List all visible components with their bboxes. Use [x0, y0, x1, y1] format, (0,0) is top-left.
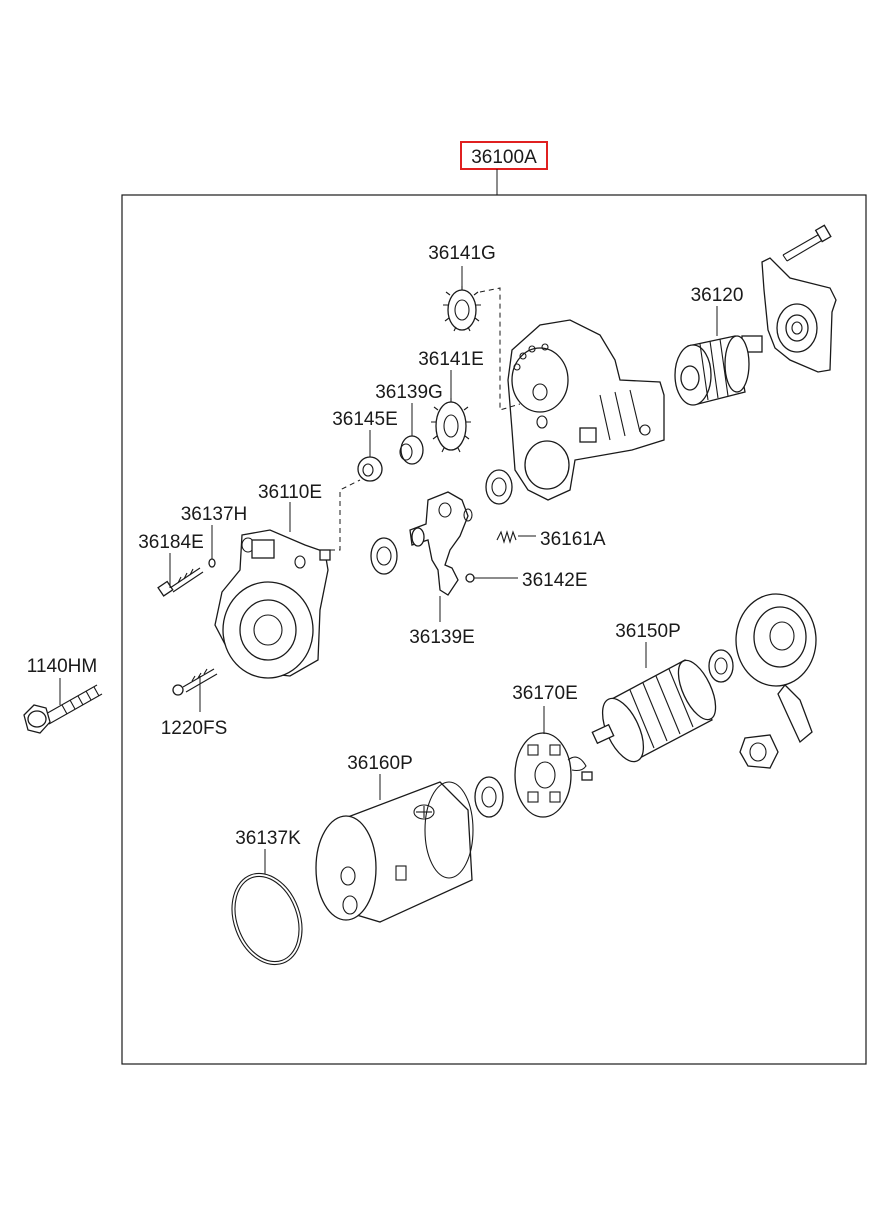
washer-icon: [357, 456, 383, 482]
spring-icon: [496, 530, 517, 544]
part-label-36141G[interactable]: 36141G: [428, 243, 496, 264]
part-label-36137K[interactable]: 36137K: [235, 828, 301, 849]
part-label-36120[interactable]: 36120: [691, 285, 744, 306]
front-bracket-icon: [214, 529, 331, 679]
rear-bracket-icon: [761, 257, 837, 373]
flange-bolt-icon: [23, 684, 103, 734]
brush-holder-icon: [514, 732, 593, 818]
through-bolt-icon: [782, 224, 832, 262]
part-label-36110E[interactable]: 36110E: [258, 482, 322, 503]
clutch-assembly-icon: [674, 335, 763, 406]
part-label-36160P[interactable]: 36160P: [347, 753, 413, 774]
bearing-upper-icon: [485, 469, 513, 505]
gear-axis-dash: [479, 287, 521, 411]
assembly-callout[interactable]: 36100A: [460, 141, 548, 170]
assembly-part-number[interactable]: 36100A: [471, 147, 537, 168]
part-label-36184E[interactable]: 36184E: [138, 532, 204, 553]
end-cover-icon: [735, 593, 817, 769]
pin-icon: [208, 558, 216, 568]
part-label-36141E[interactable]: 36141E: [418, 349, 484, 370]
bracket-axis-dash: [330, 479, 361, 551]
armature-icon: [591, 659, 717, 763]
idler-gear-upper-icon: [443, 286, 481, 332]
front-housing-icon: [507, 319, 665, 501]
part-label-36142E[interactable]: 36142E: [522, 570, 588, 591]
assembly-frame: [121, 194, 867, 1065]
small-bolt-icon: [157, 567, 204, 597]
bearing-left-icon: [370, 537, 398, 575]
o-ring-icon: [231, 872, 303, 966]
screw-icon: [172, 668, 218, 696]
part-label-36137H[interactable]: 36137H: [181, 504, 248, 525]
part-label-36139E[interactable]: 36139E: [409, 627, 475, 648]
part-label-36145E[interactable]: 36145E: [332, 409, 398, 430]
steel-ball-icon: [465, 573, 475, 583]
yoke-bearing-icon: [474, 776, 504, 818]
armature-bearing-icon: [708, 649, 734, 683]
pinion-shaft-icon: [409, 491, 473, 622]
yoke-housing-icon: [315, 781, 474, 923]
bearing-roller-icon: [399, 435, 424, 465]
assembly-callout-box: [460, 141, 548, 170]
idler-gear-lower-icon: [431, 398, 471, 453]
part-label-36161A[interactable]: 36161A: [540, 529, 606, 550]
part-label-36139G[interactable]: 36139G: [375, 382, 443, 403]
part-label-1140HM[interactable]: 1140HM: [27, 656, 97, 677]
part-label-36170E[interactable]: 36170E: [512, 683, 578, 704]
part-label-36150P[interactable]: 36150P: [615, 621, 681, 642]
part-label-1220FS[interactable]: 1220FS: [161, 718, 228, 739]
